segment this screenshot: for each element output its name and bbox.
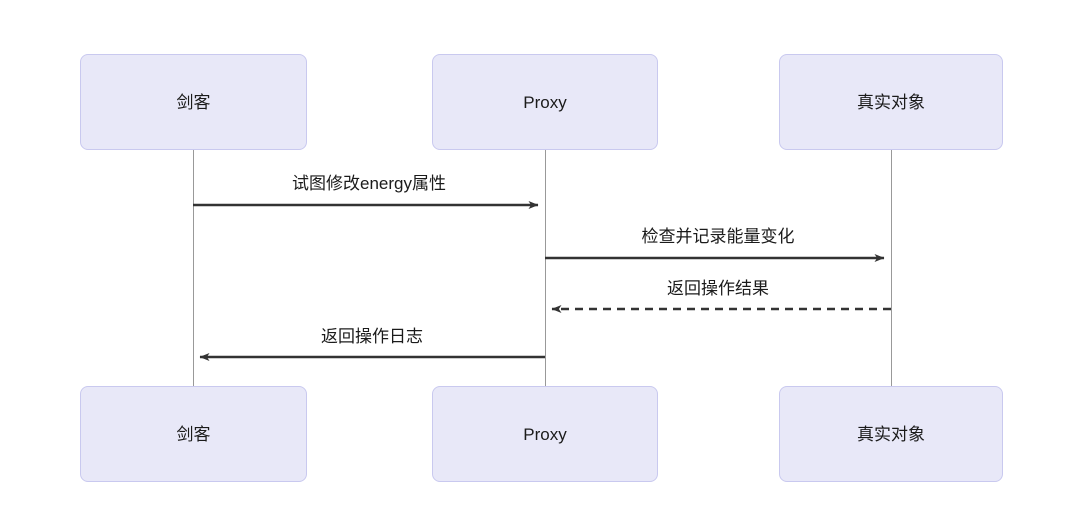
- participant-label-bottom-proxy: Proxy: [523, 424, 567, 444]
- participant-label-bottom-real-object: 真实对象: [857, 424, 925, 444]
- participant-box-bottom-swordsman[interactable]: 剑客: [80, 386, 307, 482]
- lifeline-real-object: [891, 150, 892, 386]
- participant-box-bottom-real-object[interactable]: 真实对象: [779, 386, 1003, 482]
- message-label-2: 检查并记录能量变化: [641, 227, 795, 246]
- lifeline-proxy: [545, 150, 546, 386]
- participant-label-top-real-object: 真实对象: [857, 92, 925, 112]
- participant-box-top-swordsman[interactable]: 剑客: [80, 54, 307, 150]
- participant-label-top-proxy: Proxy: [523, 92, 567, 112]
- message-label-1: 试图修改energy属性: [292, 174, 446, 193]
- message-label-4: 返回操作日志: [321, 327, 423, 346]
- participant-label-bottom-swordsman: 剑客: [176, 424, 211, 444]
- participant-box-top-proxy[interactable]: Proxy: [432, 54, 658, 150]
- participant-box-bottom-proxy[interactable]: Proxy: [432, 386, 658, 482]
- lifeline-swordsman: [193, 150, 194, 386]
- participant-box-top-real-object[interactable]: 真实对象: [779, 54, 1003, 150]
- message-label-3: 返回操作结果: [667, 279, 769, 298]
- participant-label-top-swordsman: 剑客: [176, 92, 211, 112]
